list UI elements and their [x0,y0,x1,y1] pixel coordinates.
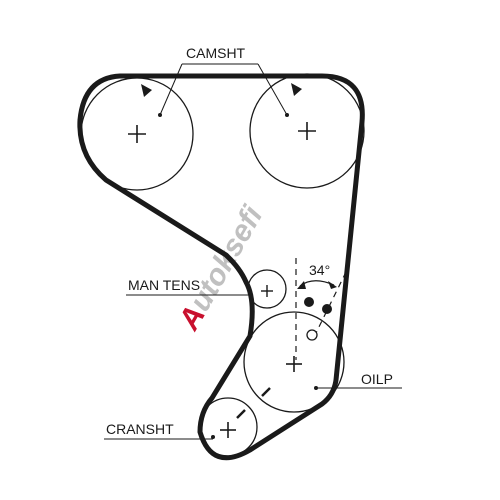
oil-pump-label: OILP [361,371,393,387]
timing-mark-triangle-icon [291,83,302,96]
timing-dot-icon [211,435,215,439]
crosshair-icon [261,285,273,297]
crankshaft-label: CRANSHT [106,421,174,437]
alignment-dashed-lines [295,258,347,360]
angle-label: 34° [309,262,330,278]
angle-annotation: 34° [297,262,337,289]
camshaft-pulley-right [249,73,365,189]
crankshaft-label-group: CRANSHT [104,421,213,440]
timing-mark-dash-icon [236,409,246,419]
crosshair-icon [128,125,146,143]
timing-mark-circle-icon [306,329,318,341]
manual-tensioner [247,269,287,309]
camshaft-label-group: CAMSHT [159,45,288,116]
watermark: Autoksefi [172,200,270,336]
camshaft-label: CAMSHT [186,45,246,61]
crosshair-icon [220,422,236,438]
oil-pump-label-group: OILP [316,371,402,389]
timing-dot-icon [322,304,332,314]
camshaft-pulley-left [80,77,194,191]
crankshaft-pulley [198,397,258,457]
timing-dot-icon [304,297,314,307]
crosshair-icon [298,122,316,140]
svg-text:Autoksefi: Autoksefi [172,200,270,336]
timing-mark-dash-icon [261,387,271,397]
manual-tensioner-label: MAN TENS [128,277,200,293]
crosshair-icon [286,356,302,372]
timing-mark-triangle-icon [141,84,152,97]
manual-tensioner-label-group: MAN TENS [126,277,252,296]
oil-pump-pulley [243,311,345,413]
